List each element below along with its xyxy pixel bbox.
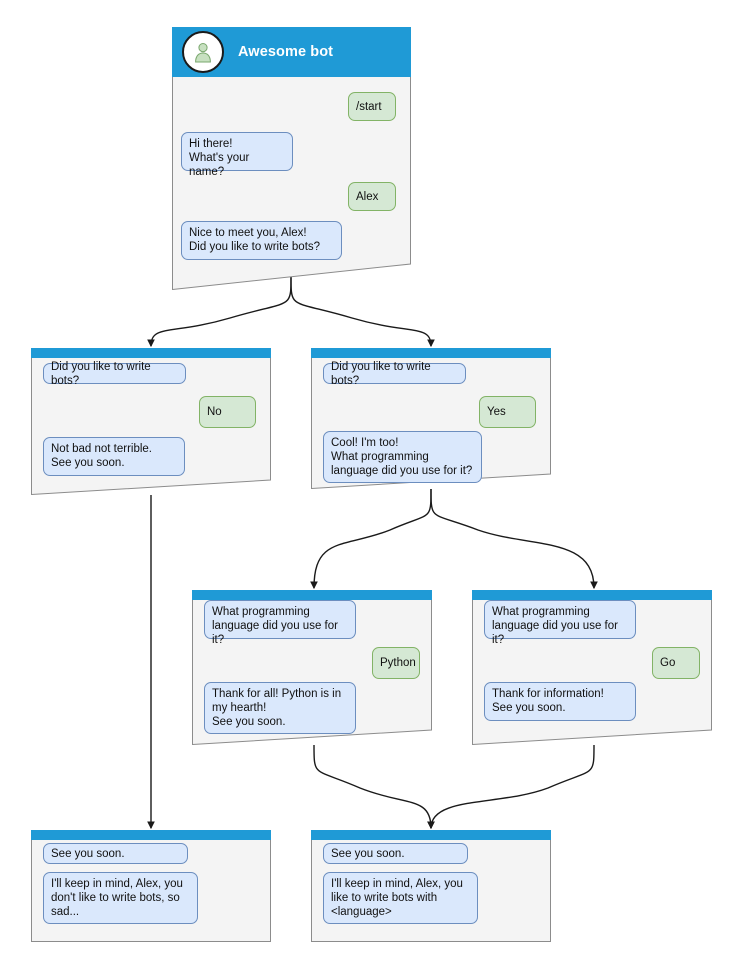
message-bubble-user: No xyxy=(199,396,256,428)
chat-node-no-branch[interactable]: Did you like to write bots? No Not bad n… xyxy=(31,348,271,495)
person-avatar-icon xyxy=(182,31,224,73)
message-bubble-bot: Thank for all! Python is in my hearth! S… xyxy=(204,682,356,734)
edge-yes-to-python xyxy=(310,488,432,590)
message-bubble-bot: Not bad not terrible. See you soon. xyxy=(43,437,185,476)
chat-node-end-sad[interactable]: See you soon. I'll keep in mind, Alex, y… xyxy=(31,830,271,942)
chat-node-python-branch[interactable]: What programming language did you use fo… xyxy=(192,590,432,745)
node-header-go-branch xyxy=(472,590,712,600)
node-header-yes-branch xyxy=(311,348,551,358)
message-bubble-bot: See you soon. xyxy=(323,843,468,864)
node-header-python-branch xyxy=(192,590,432,600)
chat-node-go-branch[interactable]: What programming language did you use fo… xyxy=(472,590,712,745)
message-bubble-bot: I'll keep in mind, Alex, you like to wri… xyxy=(323,872,478,924)
message-bubble-user: Yes xyxy=(479,396,536,428)
message-bubble-user: Alex xyxy=(348,182,396,211)
message-bubble-bot: Did you like to write bots? xyxy=(43,361,186,387)
message-bubble-user: Go xyxy=(652,647,700,679)
message-bubble-bot: What programming language did you use fo… xyxy=(484,600,636,646)
chat-node-end-happy[interactable]: See you soon. I'll keep in mind, Alex, y… xyxy=(311,830,551,942)
node-header-no-branch xyxy=(31,348,271,358)
chat-node-root[interactable]: Awesome bot /start Hi there! What's your… xyxy=(172,27,411,290)
message-bubble-bot: See you soon. xyxy=(43,843,188,864)
bot-name-label: Awesome bot xyxy=(238,44,334,60)
message-bubble-user: Python xyxy=(372,647,420,679)
node-header-end-happy xyxy=(311,830,551,840)
edge-python-to-end-happy xyxy=(313,744,435,830)
node-header-root: Awesome bot xyxy=(172,27,411,77)
message-bubble-bot: What programming language did you use fo… xyxy=(204,600,356,646)
node-header-end-sad xyxy=(31,830,271,840)
edge-yes-to-go xyxy=(430,488,598,590)
message-bubble-bot: Hi there! What's your name? xyxy=(181,132,293,178)
message-bubble-bot: Thank for information! See you soon. xyxy=(484,682,636,721)
message-bubble-bot: Cool! I'm too! What programming language… xyxy=(323,431,482,483)
chat-node-yes-branch[interactable]: Did you like to write bots? Yes Cool! I'… xyxy=(311,348,551,489)
edge-go-to-end-happy xyxy=(427,744,595,830)
message-bubble-bot: I'll keep in mind, Alex, you don't like … xyxy=(43,872,198,924)
message-bubble-bot: Nice to meet you, Alex! Did you like to … xyxy=(181,221,342,260)
message-bubble-user: /start xyxy=(348,92,396,121)
message-bubble-bot: Did you like to write bots? xyxy=(323,361,466,387)
